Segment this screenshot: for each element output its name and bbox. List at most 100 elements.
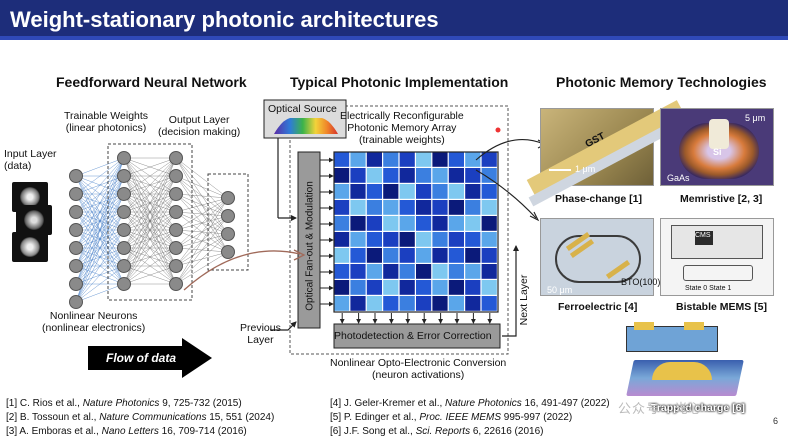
matrix-cell: [334, 232, 350, 247]
matrix-cell: [399, 296, 415, 311]
network-edge: [75, 157, 125, 285]
scale-bar: [549, 169, 571, 171]
matrix-cell: [399, 200, 415, 215]
matrix-cell: [448, 216, 464, 231]
network-edge: [123, 157, 177, 231]
matrix-cell: [366, 232, 382, 247]
matrix-cell: [465, 184, 481, 199]
matrix-cell: [481, 248, 497, 263]
network-edge: [75, 157, 125, 231]
matrix-cell: [481, 184, 497, 199]
matrix-cell: [334, 168, 350, 183]
network-edge: [175, 193, 229, 199]
gaas-label: GaAs: [667, 173, 690, 183]
ferroelectric-caption: Ferroelectric [4]: [558, 301, 638, 313]
trainable-weights-label: Trainable Weights (linear photonics): [64, 110, 149, 134]
matrix-cell: [416, 184, 432, 199]
network-edge: [175, 233, 229, 285]
matrix-cell: [399, 184, 415, 199]
matrix-cell: [448, 232, 464, 247]
network-edge: [123, 157, 177, 267]
slide-title: Weight-stationary photonic architectures: [10, 7, 439, 32]
flow-of-data-label: Flow of data: [106, 351, 176, 365]
trapped-charge-caption: Trapped charge [6]: [651, 402, 745, 414]
matrix-cell: [481, 200, 497, 215]
matrix-cell: [350, 232, 366, 247]
reference-4: [4] J. Geler-Kremer et al., Nature Photo…: [330, 398, 610, 409]
conversion-label: Nonlinear Opto-Electronic Conversion (ne…: [330, 357, 507, 381]
network-edge: [75, 157, 125, 249]
matrix-cell: [432, 200, 448, 215]
matrix-cell: [432, 152, 448, 167]
network-to-hardware-arrow: [183, 249, 306, 291]
neuron: [117, 151, 131, 165]
memristive-photo: Si GaAs 5 μm: [660, 108, 774, 186]
matrix-cell: [448, 184, 464, 199]
network-edge: [75, 229, 125, 303]
neuron: [69, 223, 83, 237]
network-edge: [75, 247, 125, 303]
neuron: [69, 259, 83, 273]
next-layer-label: Next Layer: [518, 274, 530, 326]
matrix-cell: [465, 168, 481, 183]
trainable-weights-box: [107, 143, 193, 301]
network-edge: [123, 157, 177, 195]
neuron: [69, 295, 83, 309]
network-edge: [75, 283, 125, 303]
neuron: [221, 209, 235, 223]
matrix-cell: [350, 168, 366, 183]
matrix-cell: [383, 248, 399, 263]
matrix-cell: [432, 248, 448, 263]
network-edge: [175, 197, 229, 213]
neuron: [169, 241, 183, 255]
network-edge: [75, 265, 125, 303]
matrix-cell: [366, 200, 382, 215]
scale-label: 5 μm: [745, 113, 766, 123]
modulation-arrows: [320, 157, 334, 307]
network-edge: [175, 215, 229, 285]
network-edge: [175, 157, 229, 199]
matrix-cell: [383, 280, 399, 295]
matrix-cell: [350, 264, 366, 279]
network-edge: [75, 157, 125, 177]
next-layer-arrow: [502, 245, 519, 337]
matrix-cell: [350, 216, 366, 231]
matrix-cell: [416, 232, 432, 247]
network-neurons: [69, 151, 235, 309]
matrix-cell: [366, 216, 382, 231]
network-edge: [75, 211, 125, 303]
matrix-cell: [383, 264, 399, 279]
reference-3: [3] A. Emboras et al., Nano Letters 16, …: [6, 426, 247, 437]
weight-matrix: [334, 152, 497, 311]
phase-change-caption: Phase-change [1]: [555, 193, 642, 205]
neuron: [117, 277, 131, 291]
neuron: [221, 227, 235, 241]
matrix-cell: [481, 216, 497, 231]
matrix-cell: [481, 152, 497, 167]
matrix-cell: [416, 280, 432, 295]
title-stripe: [0, 36, 788, 40]
matrix-cell: [465, 296, 481, 311]
matrix-cell: [399, 232, 415, 247]
photodetection-box: [333, 323, 501, 349]
matrix-cell: [399, 216, 415, 231]
neuron: [221, 191, 235, 205]
network-edge: [175, 251, 229, 285]
neuron: [117, 187, 131, 201]
input-layer-label: Input Layer (data): [4, 148, 57, 172]
matrix-cell: [432, 216, 448, 231]
flow-of-data-arrow: [88, 338, 212, 378]
neuron: [69, 205, 83, 219]
bto-label: BTO(100): [621, 277, 661, 287]
memory-tech-heading: Photonic Memory Technologies: [556, 74, 767, 90]
neuron: [221, 245, 235, 259]
matrix-cell: [383, 296, 399, 311]
nonlinear-neurons-label: Nonlinear Neurons (nonlinear electronics…: [42, 310, 146, 334]
network-edge: [175, 197, 229, 267]
matrix-cell: [334, 216, 350, 231]
photodetection-label: Photodetection & Error Correction: [334, 330, 492, 342]
fanout-modulation-label: Optical Fan-out & Modulation: [304, 181, 316, 311]
matrix-cell: [334, 200, 350, 215]
matrix-cell: [465, 280, 481, 295]
network-edge: [123, 175, 177, 285]
